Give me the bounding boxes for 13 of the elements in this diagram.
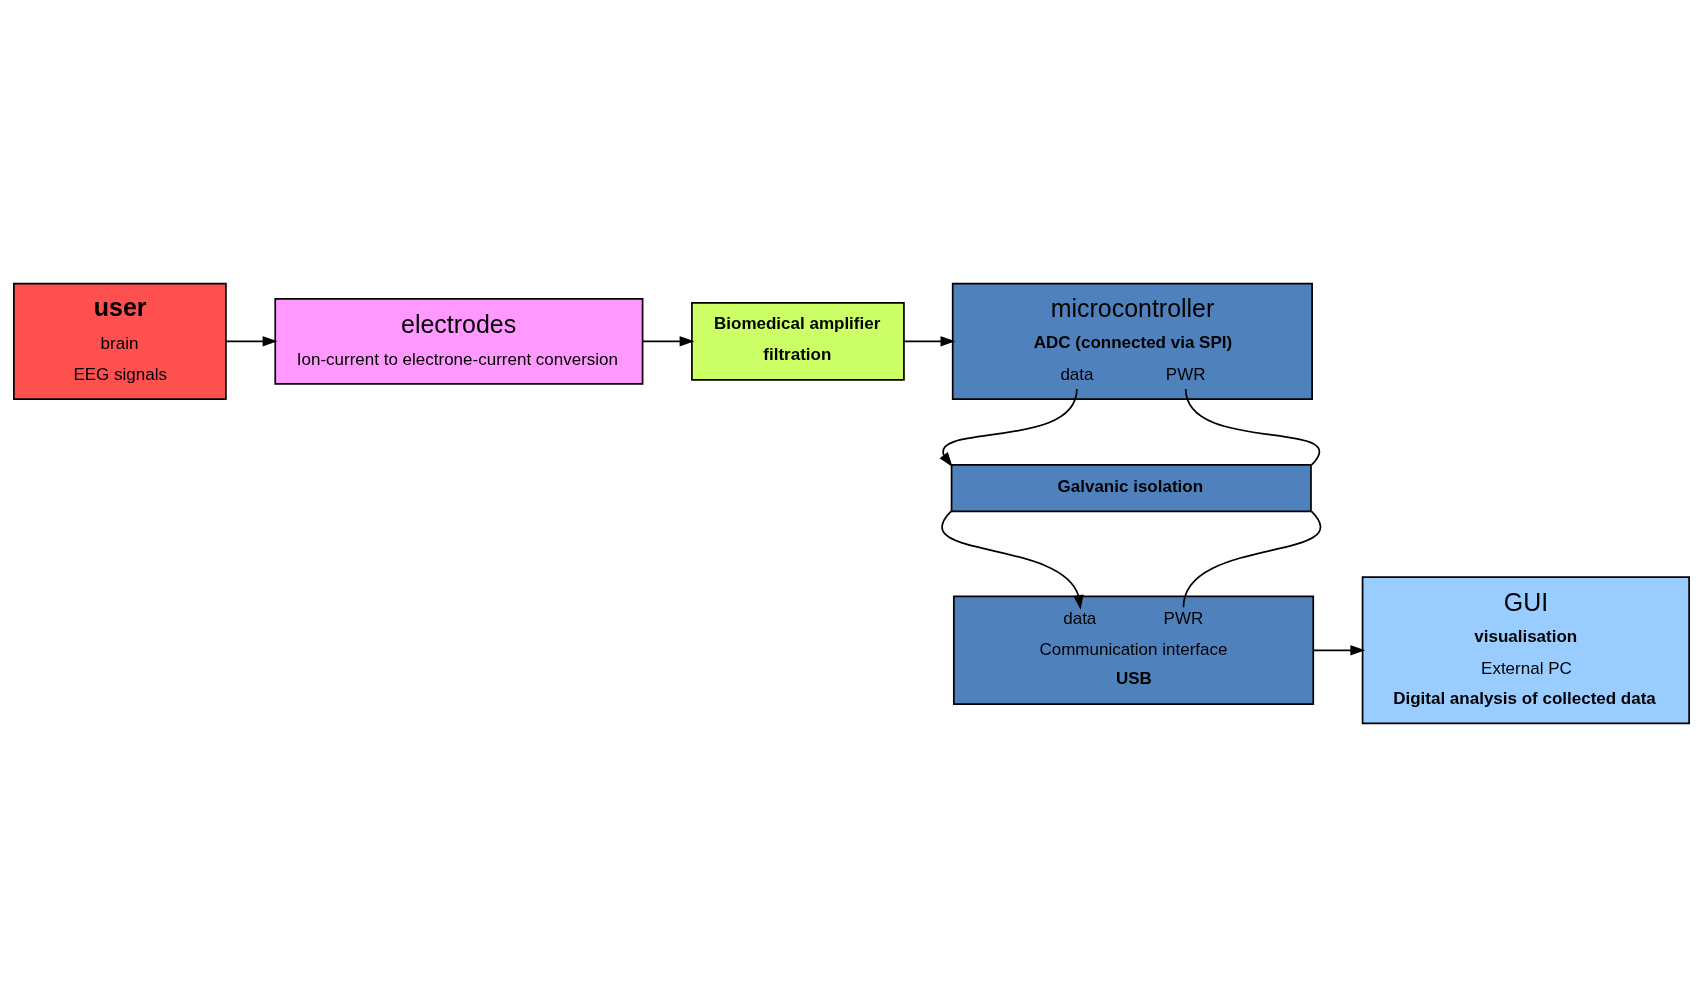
node-box: Galvanic isolation	[950, 463, 1312, 512]
node-box: user brain EEG signals	[13, 282, 227, 400]
node-box: electrodes Ion-current to electrone-current conversion	[274, 297, 644, 385]
arrow	[225, 335, 278, 347]
arrow	[1312, 644, 1366, 655]
node-box: GUI visualisation External PC Digital analysis of collected data	[1361, 575, 1690, 724]
connector	[1184, 387, 1320, 466]
node-box: microcontroller ADC (connected via SPI) data PWR	[951, 282, 1313, 400]
connector	[1182, 510, 1321, 608]
node-box: Biomedical amplifier filtration	[691, 301, 905, 381]
arrow	[641, 335, 695, 347]
arrow	[903, 335, 956, 347]
arrow	[939, 387, 1078, 467]
